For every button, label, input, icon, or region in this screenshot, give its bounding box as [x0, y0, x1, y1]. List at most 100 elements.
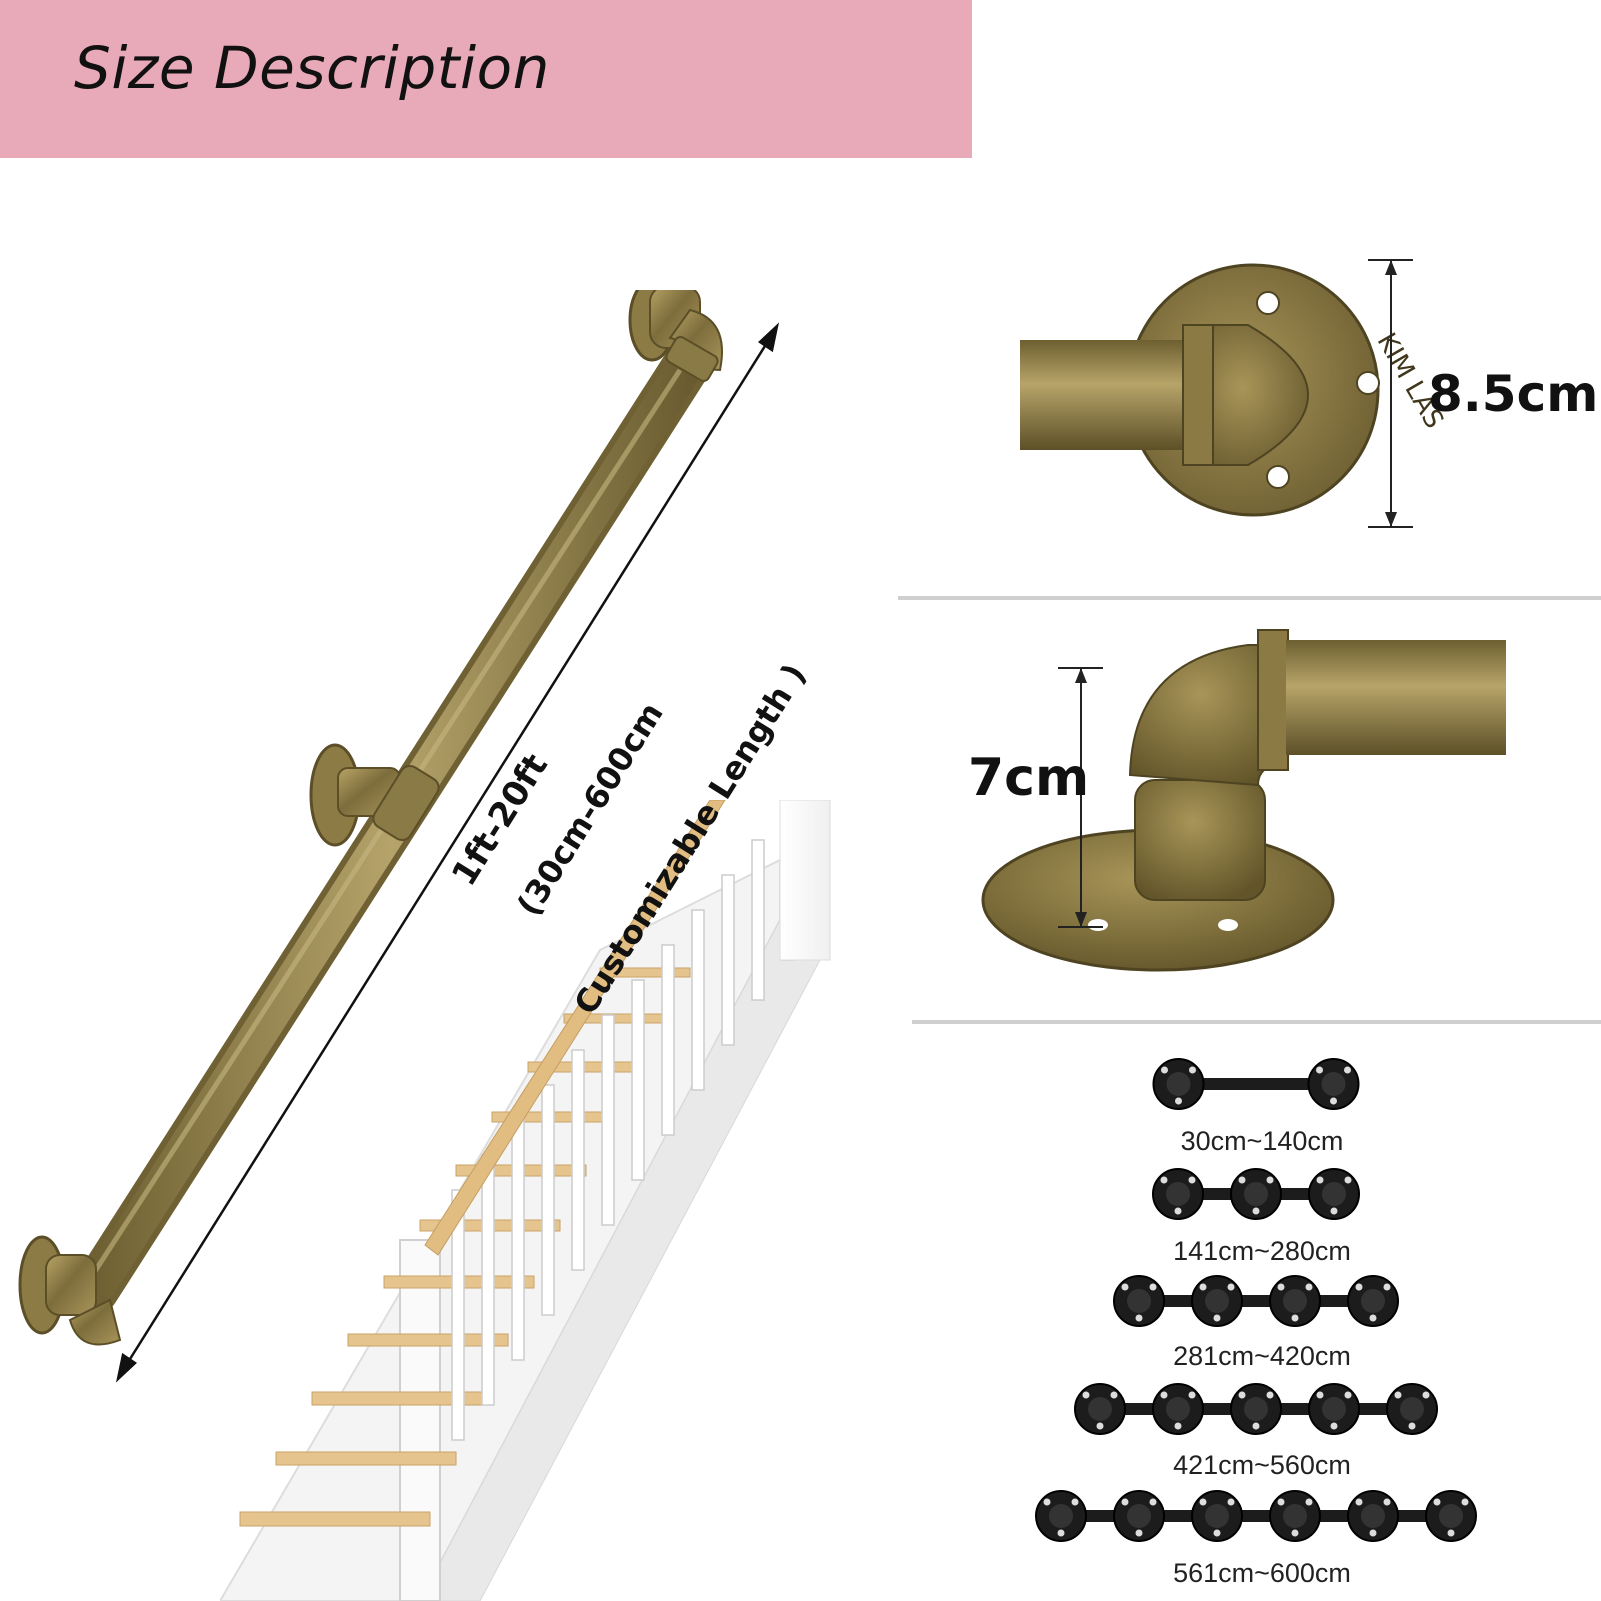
option-flange-hole	[1305, 1498, 1313, 1506]
option-flange-hole	[1383, 1498, 1391, 1506]
option-flange-hole	[1252, 1422, 1260, 1430]
option-flange-hole	[1174, 1207, 1182, 1215]
option-flange-hole	[1266, 1391, 1274, 1399]
option-pipe	[1139, 1295, 1373, 1307]
option-flange-hole	[1355, 1283, 1363, 1291]
option-flange-hub	[1283, 1504, 1307, 1528]
pipe-handrail-diagram	[18, 290, 780, 1383]
staircase-illustration	[220, 800, 831, 1601]
option-flange-hole	[1447, 1529, 1455, 1537]
elbow-dimension-marker	[1058, 667, 1103, 928]
length-label-group: 1ft-20ft (30cm-600cm Customizable Length…	[380, 620, 814, 1021]
option-flange-hole	[1344, 1066, 1351, 1074]
option-flange-hole	[1199, 1498, 1207, 1506]
option-flange-hole	[1277, 1498, 1285, 1506]
option-flange-hole	[1433, 1498, 1441, 1506]
option-flange-hole	[1175, 1097, 1182, 1105]
option-flange-hub	[1127, 1289, 1151, 1313]
option-flange-hole	[1369, 1529, 1377, 1537]
option-flange-hole	[1135, 1314, 1143, 1322]
elbow-dimension-label: 7cm	[968, 748, 1090, 808]
length-option-row-2	[1152, 1168, 1360, 1220]
option-flange-hole	[1043, 1498, 1051, 1506]
option-flange-hole	[1330, 1207, 1338, 1215]
option-flange-hole	[1160, 1391, 1168, 1399]
option-flange-hole	[1422, 1391, 1430, 1399]
option-flange-hub	[1205, 1289, 1229, 1313]
flange-dimension-marker	[1368, 259, 1413, 528]
option-flange-hub	[1400, 1397, 1424, 1421]
option-flange-hub	[1205, 1504, 1229, 1528]
option-flange-hole	[1227, 1498, 1235, 1506]
option-flange-hub	[1321, 1072, 1346, 1096]
elbow-detail-image	[981, 629, 1506, 972]
elbow-detail-panel: 7cm	[898, 600, 1601, 1018]
option-flange-hole	[1149, 1498, 1157, 1506]
option-flange-hole	[1305, 1283, 1313, 1291]
range-label-3: 281cm~420cm	[1173, 1341, 1351, 1371]
flange-dimension-label: 8.5cm	[1428, 365, 1599, 423]
option-flange-hole	[1189, 1066, 1196, 1074]
option-flange-hub	[1244, 1182, 1268, 1206]
option-flange-hole	[1096, 1422, 1104, 1430]
range-label-2: 141cm~280cm	[1173, 1236, 1351, 1266]
option-flange-hole	[1408, 1422, 1416, 1430]
option-flange-hole	[1291, 1314, 1299, 1322]
option-flange-hole	[1071, 1498, 1079, 1506]
option-flange-hole	[1330, 1422, 1338, 1430]
length-option-row-1	[1152, 1058, 1360, 1110]
length-options-panel: 30cm~140cm 141cm~280cm 281cm~420cm 421cm…	[912, 1026, 1601, 1601]
top-flange	[628, 290, 723, 382]
option-flange-hole	[1110, 1391, 1118, 1399]
option-flange-hub	[1088, 1397, 1112, 1421]
length-options-diagram	[1035, 1058, 1477, 1542]
option-flange-hub	[1166, 1072, 1191, 1096]
option-pipe	[1178, 1078, 1334, 1090]
option-flange-hole	[1213, 1529, 1221, 1537]
middle-flange	[309, 743, 440, 847]
option-flange-hole	[1316, 1176, 1324, 1184]
option-flange-hole	[1199, 1283, 1207, 1291]
option-flange-hole	[1369, 1314, 1377, 1322]
option-flange-hole	[1238, 1391, 1246, 1399]
option-flange-hole	[1161, 1066, 1168, 1074]
option-flange-hole	[1344, 1391, 1352, 1399]
option-flange-hole	[1082, 1391, 1090, 1399]
option-flange-hole	[1121, 1498, 1129, 1506]
option-flange-hub	[1127, 1504, 1151, 1528]
option-flange-hub	[1322, 1182, 1346, 1206]
range-label-4: 421cm~560cm	[1173, 1450, 1351, 1480]
option-flange-hub	[1244, 1397, 1268, 1421]
option-flange-hole	[1252, 1207, 1260, 1215]
option-flange-hole	[1188, 1176, 1196, 1184]
option-flange-hole	[1266, 1176, 1274, 1184]
option-flange-hole	[1121, 1283, 1129, 1291]
option-flange-hole	[1291, 1529, 1299, 1537]
option-flange-hole	[1330, 1097, 1337, 1105]
range-label-1: 30cm~140cm	[1180, 1126, 1344, 1156]
option-flange-hole	[1344, 1176, 1352, 1184]
length-option-row-3	[1113, 1275, 1399, 1327]
option-flange-hole	[1316, 1066, 1323, 1074]
flange-detail-panel: KIM LAS 8.5cm	[898, 195, 1601, 593]
option-flange-hole	[1383, 1283, 1391, 1291]
option-flange-hole	[1149, 1283, 1157, 1291]
option-flange-hole	[1461, 1498, 1469, 1506]
option-flange-hole	[1174, 1422, 1182, 1430]
length-option-row-5	[1035, 1490, 1477, 1542]
banner-title: Size Description	[74, 34, 550, 102]
option-flange-hole	[1160, 1176, 1168, 1184]
length-arrow	[115, 322, 780, 1383]
option-flange-hub	[1049, 1504, 1073, 1528]
bottom-flange	[18, 1235, 122, 1346]
title-banner: Size Description	[0, 0, 972, 158]
option-flange-hole	[1238, 1176, 1246, 1184]
option-flange-hub	[1166, 1397, 1190, 1421]
right-divider-2	[912, 1020, 1601, 1024]
option-flange-hub	[1439, 1504, 1463, 1528]
length-option-row-4	[1074, 1383, 1438, 1435]
option-flange-hole	[1277, 1283, 1285, 1291]
option-flange-hub	[1361, 1289, 1385, 1313]
option-flange-hub	[1361, 1504, 1385, 1528]
right-divider-1	[898, 596, 1601, 600]
